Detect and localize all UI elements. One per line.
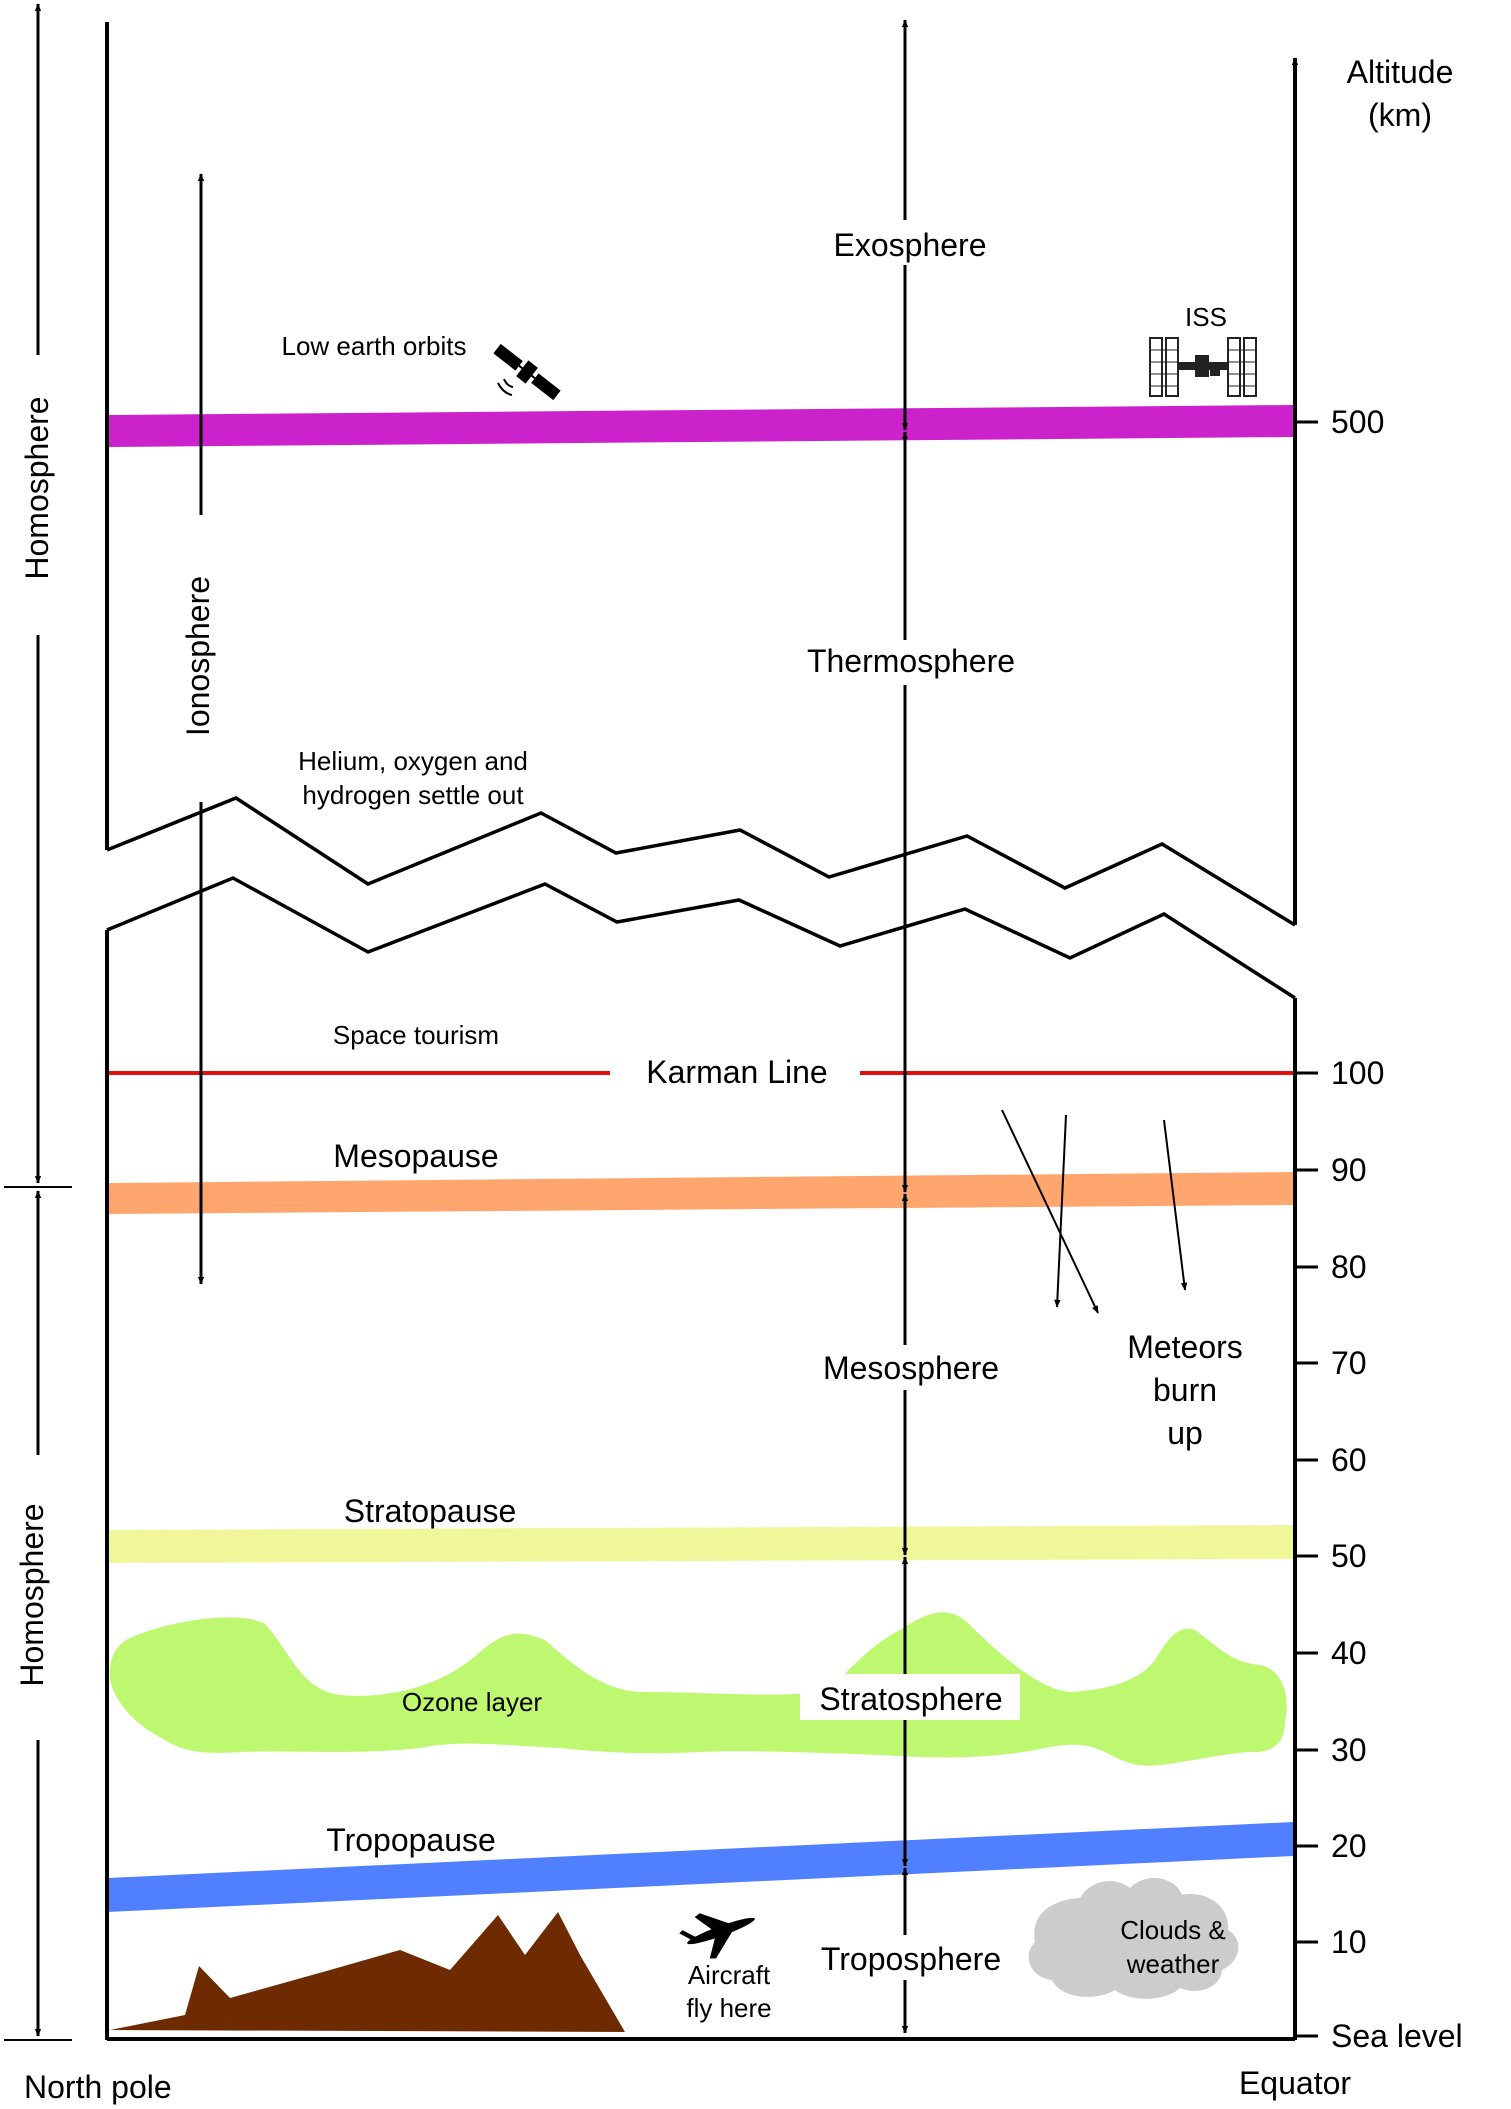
ozone-layer-label: Ozone layer [402, 1687, 543, 1717]
tick-label-40: 40 [1331, 1635, 1367, 1671]
space-tourism-label: Space tourism [333, 1020, 499, 1050]
homosphere-upper-label: Homosphere [19, 396, 55, 579]
meteor-trail-1 [1001, 1109, 1099, 1314]
airplane-icon [679, 1913, 755, 1959]
axis-break-upper [106, 796, 1296, 927]
mesopause-label: Mesopause [333, 1138, 498, 1174]
thermosphere-label: Thermosphere [807, 643, 1015, 679]
satellite-icon [493, 343, 561, 401]
tick-label-60: 60 [1331, 1442, 1367, 1478]
tropopause-label: Tropopause [326, 1822, 496, 1858]
equator-label: Equator [1239, 2065, 1351, 2101]
cloud-shape [1028, 1878, 1239, 1999]
tick-label-50: 50 [1331, 1538, 1367, 1574]
meteors-label-line1: Meteors [1127, 1329, 1243, 1365]
meteors-label-line3: up [1167, 1415, 1203, 1451]
iss-icon [1147, 337, 1257, 397]
tick-label-70: 70 [1331, 1345, 1367, 1381]
axis-title-line2: (km) [1368, 97, 1432, 133]
meteor-trail-3 [1163, 1119, 1188, 1291]
iss-label: ISS [1185, 302, 1227, 332]
aircraft-label-line1: Aircraft [688, 1960, 771, 1990]
tick-label-sea-level: Sea level [1331, 2018, 1463, 2054]
tick-label-20: 20 [1331, 1828, 1367, 1864]
tick-label-30: 30 [1331, 1732, 1367, 1768]
stratosphere-label: Stratosphere [819, 1681, 1002, 1717]
axis-break-lower [106, 876, 1296, 1000]
tick-label-10: 10 [1331, 1924, 1367, 1960]
orbit-band [108, 405, 1293, 447]
karman-line-label: Karman Line [646, 1054, 827, 1090]
meteor-trail-2 [1054, 1114, 1067, 1308]
troposphere-label: Troposphere [821, 1941, 1001, 1977]
tick-label-80: 80 [1331, 1249, 1367, 1285]
stratopause-band [108, 1525, 1293, 1563]
helium-label-line1: Helium, oxygen and [298, 746, 528, 776]
low-earth-orbits-label: Low earth orbits [282, 331, 467, 361]
helium-label-line2: hydrogen settle out [302, 780, 524, 810]
tick-label-90: 90 [1331, 1152, 1367, 1188]
mesosphere-label: Mesosphere [823, 1350, 999, 1386]
mesopause-band [108, 1172, 1293, 1214]
axis-title-line1: Altitude [1347, 54, 1454, 90]
stratosphere-label-bg [800, 1674, 1020, 1720]
clouds-label-line2: weather [1126, 1949, 1220, 1979]
tick-label-100: 100 [1331, 1055, 1384, 1091]
clouds-label-line1: Clouds & [1120, 1915, 1226, 1945]
meteors-label-line2: burn [1153, 1372, 1217, 1408]
tropopause-band [108, 1822, 1293, 1912]
stratopause-label: Stratopause [344, 1493, 517, 1529]
satellite-signal-icon [497, 378, 514, 396]
tick-label-500: 500 [1331, 404, 1384, 440]
exosphere-label: Exosphere [834, 227, 987, 263]
ozone-layer-blob [109, 1612, 1287, 1766]
ionosphere-label: Ionosphere [180, 576, 216, 736]
north-pole-label: North pole [24, 2069, 172, 2105]
homosphere-lower-label: Homosphere [14, 1503, 50, 1686]
aircraft-label-line2: fly here [686, 1993, 771, 2023]
mountain-silhouette [110, 1912, 625, 2032]
axis-ticks [1295, 420, 1318, 2038]
